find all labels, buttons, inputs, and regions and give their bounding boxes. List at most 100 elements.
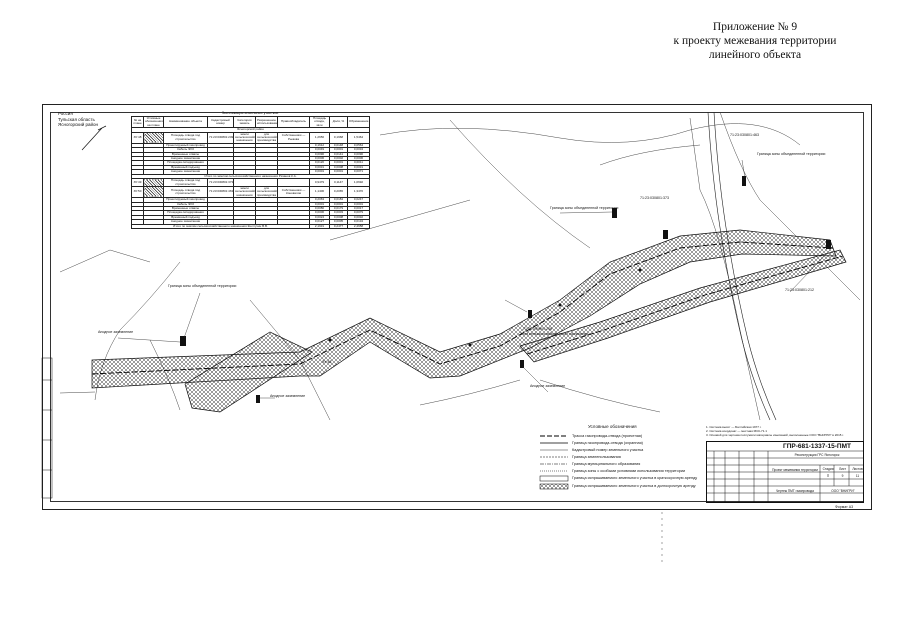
col-no: № на плане [131,115,144,129]
pipeline-axis [91,241,834,375]
annotation-zu48: ЗУ:48 [322,360,332,364]
legend-item-municipal: Граница муниципального образования [540,461,720,467]
explication-table: № на плане Условные обозначения на плане… [131,115,370,230]
col-area: Площадь отвода, кв.м [309,115,330,129]
pipeline-axis-branch [526,255,844,355]
annotation-cad-373: 71:23:030801:373 [640,196,669,200]
table-cell: 1,2656 [309,131,330,144]
legend-item-label: Граница газопровода-отвода (охранная) [572,441,643,445]
stamp-project: Реконструкция ГРС Ясногорск [794,453,840,457]
stamp-sheets-label: Листов [852,467,863,471]
table-cell: 1,0692 [347,178,370,187]
table-cell: 0,0011 [347,160,370,166]
note-3: 3. Основой для чертежа послужили материа… [706,433,844,437]
table-cell: земли сельскохозяйственного назначения [233,185,256,199]
table-cell: ЗУ:50 [131,185,144,199]
table-cell: 0,0134 [347,219,370,225]
stamp-stage-label: Стадия [822,467,834,471]
pipeline-corridor [91,229,847,413]
col-encumbrance: Обременение [347,115,370,129]
legend-item-label: Граница испрашиваемого земельного участк… [572,484,696,488]
region-district: Ясногорский район [58,122,99,127]
annotation-cad-212: 71:23:030801:212 [785,288,814,292]
annotation-anode-1: Анодное заземление [98,330,134,334]
table-cell: 0,2065 [329,185,348,199]
note-1: 1. Система высот — Балтийская 1977 г. [706,425,762,429]
table-cell: 71:23:030801:463 [207,185,234,199]
stamp-sheet: 9 [841,474,844,478]
legend-item-pipeline-axis: Трасса газопровода-отвода (проектная) [540,433,720,439]
appendix-subtitle: к проекту межевания территории [673,35,837,47]
title-block: ГПР-681-1337-15-ПМТ Реконструкция ГРС Яс… [706,441,864,503]
table-cell [143,178,164,187]
table-cell: 71:23:030801:249 [207,131,234,144]
stamp-organization: ООО "ВНИГРИ" [831,489,855,493]
table-cell: Собственники — Коновалов [277,185,310,199]
table-cell: 0,0001 [347,201,370,207]
drawing-sheet-frame [42,104,872,510]
stamp-sheets: 11 [855,474,860,478]
table-cell: 0,0079 [347,210,370,216]
table-cell: 0,0564 [347,142,370,149]
legend-item-landuse: Граница землепользования [540,454,720,460]
table-cell: 0,0090 [347,151,370,158]
appendix-subtitle-2: линейного объекта [708,49,802,61]
stamp-sheet-label: Лист [839,467,846,471]
table-cell: 0,0034 [347,147,370,153]
table-cell: 0,0247 [347,197,370,203]
annotation-anode-3: Анодное заземление [270,394,306,398]
table-cell: ЗУ:48 [131,131,144,144]
annotation-anode-2: Анодное заземление [530,384,566,388]
legend-symbols [539,435,569,490]
region-country: Россия [58,111,73,116]
north-arrow-icon [81,125,107,151]
stamp-sheet-title: Чертеж ПМТ газопровода [776,489,814,493]
table-cell [143,131,164,144]
legend-item-label: Кадастровый номер земельного участка [572,448,644,452]
col-share: Доля, % [329,115,348,129]
river-lines [707,111,777,421]
table-cell: 1,1406 [309,185,330,199]
table-cell: 0,0017 [347,205,370,212]
legend-item-special-zone: Граница зоны с особыми условиями использ… [540,468,720,474]
annotation-cad-249: 71:23:030801:249 [523,327,552,331]
table-cell: Итого по землям сельскохозяйственного на… [131,223,310,230]
leader-lines [117,159,831,399]
table-cell: Проектируемый газопровод [163,197,208,203]
table-cell: Собственники — Рыжова [277,131,310,144]
explication-caption: Экспликация земельных участков [221,111,279,115]
legend-item-label: Граница муниципального образования [572,462,641,466]
annotation-boundary-zone: Граница зоны объединенной территории [168,284,237,288]
col-cadastral: Кадастровый номер [207,115,234,129]
table-cell: 0,1968 [329,131,348,144]
table-cell: 0,1147 [329,178,348,187]
format-label: Формат А3 [835,505,854,509]
region-oblast: Тульская область [58,116,95,122]
appendix-header: Приложение № 9 к проекту межевания терри… [640,20,870,62]
table-cell: 0,0031 [347,164,370,171]
annotation-cad-463: 71:23:030801:463 [730,133,759,137]
total-row: Итого по землям сельскохозяйственного на… [131,173,370,180]
table-cell: 2,1931 [309,223,330,230]
col-object: Наименование объекта [163,115,208,129]
table-cell: Площадь отвода под строительство [163,178,208,187]
table-cell: Проектируемый газопровод [163,142,208,149]
stamp-title: Проект межевания территории [772,468,818,472]
left-strip [41,357,53,499]
table-cell: Площадь отвода под строительство [163,131,208,144]
legend-item-cadastral: Кадастровый номер земельного участка [540,447,720,453]
table-cell: 71:23:030801:373 [207,178,234,187]
table-cell [233,178,256,187]
table-cell: 0,0071 [347,169,370,175]
table-cell [255,178,278,187]
stamp-stage: П [826,474,830,478]
